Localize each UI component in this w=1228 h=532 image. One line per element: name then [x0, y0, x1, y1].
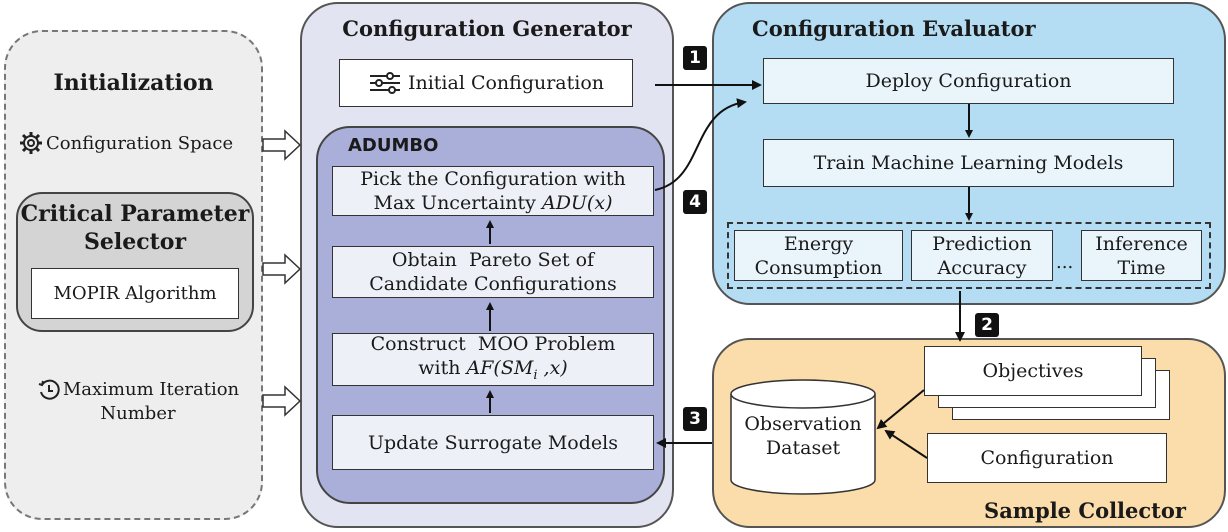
step-badge-2: 2 — [975, 313, 999, 337]
update-surrogate-box: Update Surrogate Models — [332, 415, 654, 470]
arrow-objectives-to-dataset — [876, 389, 925, 430]
selector-title-line1: Critical Parameter — [20, 201, 250, 227]
generator-title: Configuration Generator — [342, 16, 632, 41]
adu-formula: ADU(x) — [541, 192, 613, 214]
pareto-set-box: Obtain Pareto Set of Candidate Configura… — [332, 246, 654, 298]
moo-line1: Construct MOO Problem — [370, 332, 616, 355]
moo-problem-box: Construct MOO Problem with AF(SMi ,x) — [332, 333, 654, 386]
adumbo-label: ADUMBO — [348, 135, 439, 156]
evaluator-title: Configuration Evaluator — [752, 16, 1036, 41]
selector-title-line2: Selector — [83, 229, 187, 255]
pareto-line1: Obtain Pareto Set of — [391, 249, 595, 271]
hollow-arrow-config-space — [262, 129, 302, 161]
configuration-box: Configuration — [927, 433, 1167, 483]
max-iteration-item: Maximum Iteration Number — [18, 378, 258, 426]
af-formula: AF(SMi ,x) — [466, 356, 568, 383]
step-badge-1: 1 — [683, 46, 707, 70]
hollow-arrow-max-iteration — [262, 385, 302, 417]
step-badge-4: 4 — [683, 190, 707, 214]
pick-configuration-box: Pick the Configuration with Max Uncertai… — [332, 166, 654, 216]
config-space-label: Configuration Space — [46, 132, 234, 154]
history-icon — [37, 378, 61, 402]
moo-line2: with AF(SMi ,x) — [418, 356, 568, 383]
deploy-configuration-box: Deploy Configuration — [763, 58, 1174, 104]
arrow-pick-to-deploy — [654, 98, 747, 191]
max-iteration-label-line2: Number — [100, 403, 176, 424]
metrics-group — [727, 222, 1211, 289]
objectives-box: Objectives — [924, 346, 1142, 396]
pick-line2: Max Uncertainty ADU(x) — [373, 192, 613, 214]
pareto-line2: Candidate Configurations — [369, 273, 617, 295]
step-badge-3: 3 — [683, 407, 707, 431]
hollow-arrow-selector — [262, 253, 302, 285]
train-models-box: Train Machine Learning Models — [763, 139, 1174, 187]
max-iteration-label-line1: Maximum Iteration — [62, 379, 240, 400]
config-space-item: Configuration Space — [18, 130, 258, 156]
initial-configuration-label: Initial Configuration — [407, 72, 605, 94]
selector-title: Critical Parameter Selector — [16, 200, 254, 256]
metrics-ellipsis: ... — [1056, 252, 1074, 273]
sliders-icon — [368, 71, 402, 95]
observation-dataset-cylinder — [730, 379, 876, 495]
pick-line1: Pick the Configuration with — [360, 168, 626, 190]
mopir-algorithm-box: MOPIR Algorithm — [31, 268, 239, 319]
initialization-title: Initialization — [53, 70, 214, 96]
gear-icon — [18, 130, 44, 156]
arrow-configuration-to-dataset — [884, 429, 928, 459]
collector-title: Sample Collector — [984, 498, 1186, 523]
initial-configuration-box: Initial Configuration — [339, 59, 633, 107]
